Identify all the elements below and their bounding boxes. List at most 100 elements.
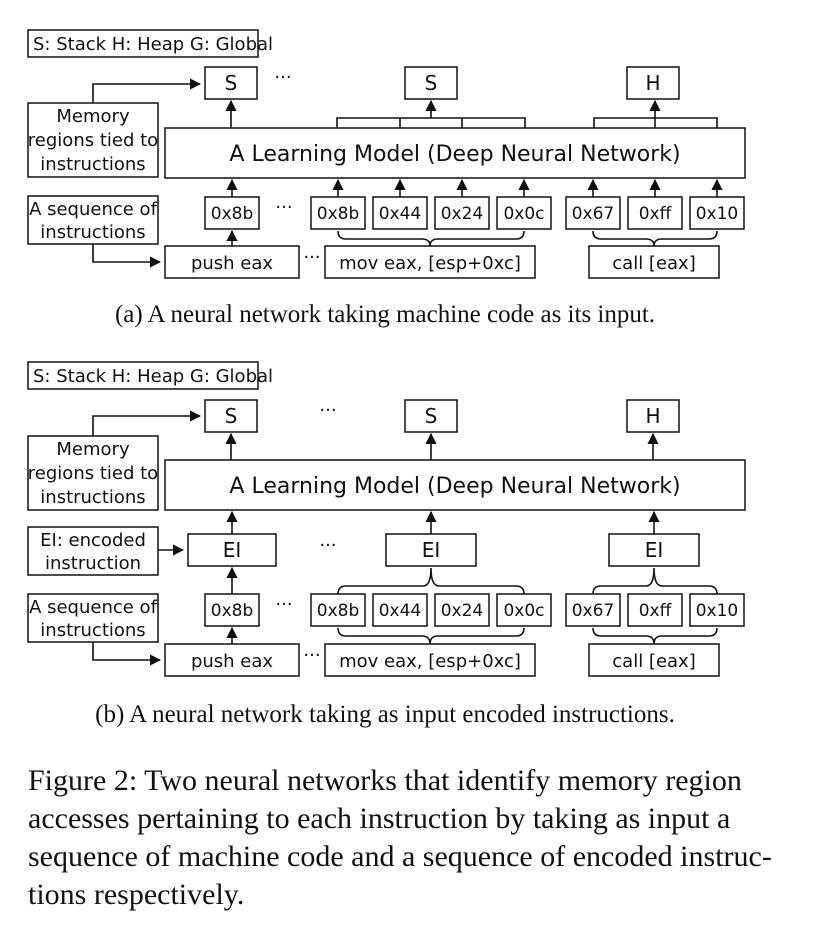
instruction-label-a-3: call [eax]	[612, 253, 695, 274]
sequence-label-a-line-2: instructions	[40, 222, 145, 243]
arrow-memory-label-to-output-b	[92, 410, 202, 436]
byte-box-a-1	[204, 196, 260, 230]
output-label-b-1: S	[225, 404, 238, 428]
instruction-box-b-1	[164, 643, 300, 677]
byte-box-a-3	[372, 196, 428, 230]
ei-box-label-1: EI	[223, 538, 242, 562]
byte-label-a-8: 0x10	[696, 204, 739, 224]
output-box-b-3	[626, 399, 680, 433]
ei-box-label-2: EI	[422, 538, 441, 562]
brace-instruction-a-2	[337, 230, 525, 247]
model-label-a: A Learning Model (Deep Neural Network)	[229, 142, 680, 167]
byte-label-a-6: 0x67	[572, 204, 615, 224]
byte-label-a-3: 0x44	[379, 204, 422, 224]
output-box-a-3	[626, 66, 680, 100]
caption-a: (a) A neural network taking machine code…	[115, 301, 655, 328]
ellipsis-b-outputs: ···	[319, 400, 336, 421]
instruction-label-a-1: push eax	[191, 253, 273, 274]
memory-label-b-line-3: instructions	[40, 487, 145, 508]
instruction-box-b-3	[588, 643, 720, 677]
instruction-box-b-2	[324, 643, 536, 677]
output-label-b-2: S	[425, 404, 438, 428]
byte-label-b-7: 0xff	[639, 601, 673, 621]
brace-bytes-to-ei-2	[337, 567, 525, 595]
byte-label-b-1: 0x8b	[211, 601, 253, 621]
byte-box-b-3	[372, 593, 428, 627]
output-label-a-2: S	[425, 71, 438, 95]
ellipsis-b-ei: ···	[319, 535, 336, 556]
ei-box-2	[385, 533, 477, 567]
ellipsis-a-outputs: ···	[274, 67, 291, 88]
instruction-box-a-1	[164, 245, 300, 279]
instruction-label-b-3: call [eax]	[612, 651, 695, 672]
bracket-model-to-output-a-2	[336, 117, 526, 128]
instruction-label-b-2: mov eax, [esp+0xc]	[339, 651, 521, 672]
instruction-box-a-2	[324, 245, 536, 279]
output-label-b-3: H	[645, 404, 660, 428]
sequence-label-b-line-2: instructions	[40, 620, 145, 641]
brace-instruction-b-2	[337, 627, 525, 645]
memory-label-a-line-3: instructions	[40, 154, 145, 175]
figure-caption-line-3: sequence of machine code and a sequence …	[28, 840, 772, 873]
byte-label-a-5: 0x0c	[503, 204, 544, 224]
output-box-b-1	[204, 399, 258, 433]
panel-a: S: Stack H: Heap G: Global S ··· S H A L…	[27, 29, 746, 328]
figure-caption-line-4: tions respectively.	[28, 878, 244, 911]
byte-label-b-6: 0x67	[572, 601, 615, 621]
ei-label-box	[27, 526, 159, 576]
byte-box-b-4	[434, 593, 490, 627]
byte-box-a-5	[496, 196, 552, 230]
sequence-label-a-line-1: A sequence of	[29, 199, 158, 220]
output-box-a-1	[204, 66, 258, 100]
byte-box-a-7	[627, 196, 683, 230]
legend-text-b: S: Stack H: Heap G: Global	[33, 366, 273, 387]
byte-label-a-4: 0x24	[441, 204, 484, 224]
memory-label-box-a	[27, 102, 159, 178]
brace-instruction-b-3	[592, 627, 718, 645]
output-label-a-1: S	[225, 71, 238, 95]
byte-box-a-2	[310, 196, 366, 230]
memory-label-b-line-1: Memory	[56, 439, 130, 460]
memory-label-a-line-2: regions tied to	[28, 130, 158, 151]
byte-label-b-4: 0x24	[441, 601, 484, 621]
byte-box-b-7	[627, 593, 683, 627]
memory-label-b-line-2: regions tied to	[28, 463, 158, 484]
byte-label-a-7: 0xff	[639, 204, 673, 224]
byte-label-a-1: 0x8b	[211, 204, 253, 224]
legend-box-b	[27, 361, 259, 390]
instruction-box-a-3	[588, 245, 720, 279]
model-label-b: A Learning Model (Deep Neural Network)	[229, 474, 680, 499]
brace-bytes-to-ei-3	[592, 567, 718, 595]
model-box-a	[164, 127, 746, 179]
brace-instruction-a-3	[592, 230, 718, 247]
byte-box-b-5	[496, 593, 552, 627]
panel-b: S: Stack H: Heap G: Global S ··· S H A L…	[27, 361, 746, 728]
sequence-label-b-line-1: A sequence of	[29, 597, 158, 618]
arrows-bytes-to-model-a	[226, 178, 723, 197]
model-box-b	[164, 459, 746, 511]
output-box-a-2	[404, 66, 458, 100]
legend-box-a	[27, 29, 259, 58]
byte-box-b-6	[565, 593, 621, 627]
byte-label-b-2: 0x8b	[317, 601, 359, 621]
ellipsis-a-bytes: ···	[275, 197, 292, 218]
caption-b: (b) A neural network taking as input enc…	[95, 701, 675, 728]
byte-label-b-5: 0x0c	[503, 601, 544, 621]
ei-label-line-1: EI: encoded	[40, 530, 146, 551]
sequence-label-box-b	[27, 593, 159, 643]
figure-caption: Figure 2: Two neural networks that ident…	[28, 764, 772, 911]
arrow-memory-label-to-output-a	[92, 78, 202, 103]
legend-text-a: S: Stack H: Heap G: Global	[33, 34, 273, 55]
byte-label-a-2: 0x8b	[317, 204, 359, 224]
ellipsis-b-bytes: ···	[275, 594, 292, 615]
arrow-sequence-label-to-instructions-a	[92, 244, 162, 268]
figure-caption-line-2: accesses pertaining to each instruction …	[28, 802, 730, 835]
ei-box-label-3: EI	[645, 538, 664, 562]
byte-label-b-3: 0x44	[379, 601, 422, 621]
ei-label-line-2: instruction	[45, 553, 141, 574]
output-box-b-2	[404, 399, 458, 433]
output-label-a-3: H	[645, 71, 660, 95]
memory-label-a-line-1: Memory	[56, 106, 130, 127]
instruction-label-b-1: push eax	[191, 651, 273, 672]
